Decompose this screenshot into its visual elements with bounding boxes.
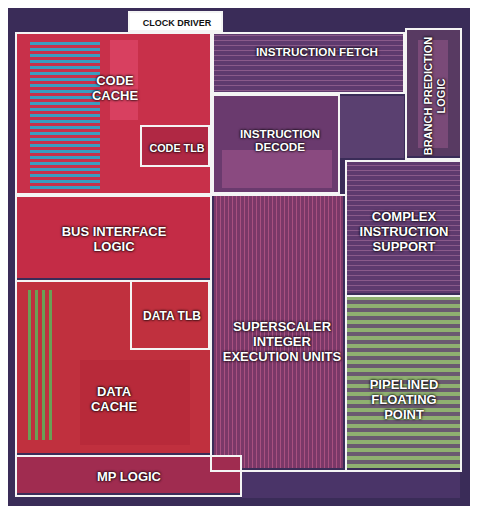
die-region: INSTRUCTION FETCH xyxy=(212,32,405,94)
region-label: SUPERSCALER INTEGER EXECUTION UNITS xyxy=(222,320,342,365)
region-label: COMPLEX INSTRUCTION SUPPORT xyxy=(350,210,458,255)
die-region: CODE CACHE xyxy=(15,32,212,195)
region-label: PIPELINED FLOATING POINT xyxy=(362,378,447,423)
region-label: DATA CACHE xyxy=(77,385,152,415)
die-region: MP LOGIC xyxy=(15,455,242,497)
die-region: DATA CACHE xyxy=(15,280,212,457)
region-label: DATA TLB xyxy=(137,310,207,324)
region-label: CODE TLB xyxy=(146,142,208,154)
die-region: BUS INTERFACE LOGIC xyxy=(15,195,212,282)
die-region: PIPELINED FLOATING POINT xyxy=(345,295,462,472)
region-label: CLOCK DRIVER xyxy=(132,18,222,28)
die-region: DATA TLB xyxy=(130,280,210,350)
region-label: BRANCH PREDICTION LOGIC xyxy=(422,36,447,156)
die-region: CODE TLB xyxy=(140,125,210,167)
region-label: MP LOGIC xyxy=(29,470,229,485)
die-region: SUPERSCALER INTEGER EXECUTION UNITS xyxy=(210,194,347,472)
region-label: BUS INTERFACE LOGIC xyxy=(49,225,179,255)
region-label: CODE CACHE xyxy=(78,74,153,104)
region-label: INSTRUCTION DECODE xyxy=(223,127,338,154)
die-region: BRANCH PREDICTION LOGIC xyxy=(405,28,462,160)
die-region: INSTRUCTION DECODE xyxy=(212,94,340,194)
die-region: COMPLEX INSTRUCTION SUPPORT xyxy=(345,160,462,297)
region-label: INSTRUCTION FETCH xyxy=(230,45,405,58)
label-box: CLOCK DRIVER xyxy=(128,11,223,32)
